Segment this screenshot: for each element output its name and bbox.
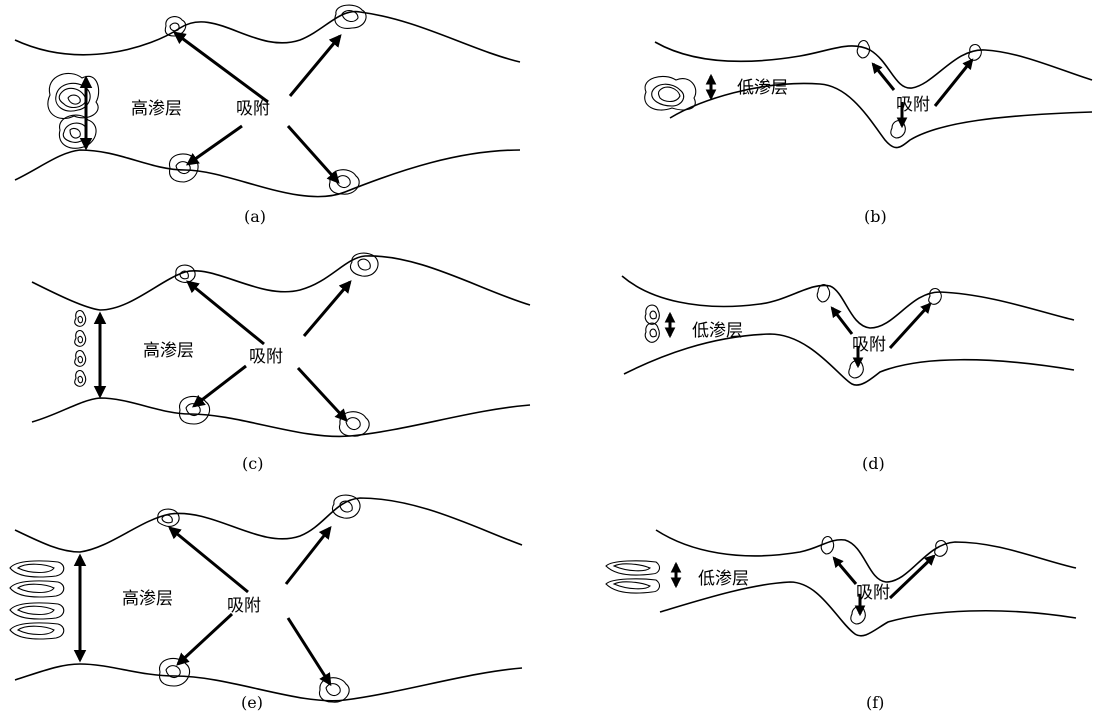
adsorption-arrow-upper-right [304,282,350,336]
adsorbed-polymer [821,537,947,624]
adsorption-label: 吸附 [896,95,930,115]
pore-lower-wall [32,398,530,436]
adsorption-arrow-upper-right [935,60,972,106]
panel-c: 高渗层 吸附 (c) [32,253,530,473]
adsorption-arrow-upper-left [832,308,852,334]
layer-label: 低渗层 [737,78,788,98]
adsorption-arrow-upper-left [188,282,264,344]
panel-caption: (d) [862,454,885,473]
panel-caption: (a) [244,207,266,226]
adsorption-arrow-upper-right [890,304,930,348]
adsorption-arrow-upper-left [170,528,248,592]
panel-f: 低渗层 吸附 (f) [606,530,1076,711]
adsorption-arrow-lower-right [298,368,346,420]
pore-upper-wall [15,498,522,552]
panel-d: 低渗层 吸附 (d) [622,276,1074,473]
adsorption-arrow-upper-right [286,528,330,584]
polymer-coil-cluster [606,561,659,593]
adsorption-arrow-upper-right [290,36,340,96]
adsorption-arrow-upper-right [890,556,934,598]
polymer-coil-cluster [75,311,86,387]
adsorption-arrow-lower-left [178,614,232,664]
adsorption-arrow-lower-right [288,618,330,684]
panel-b: 低渗层 吸附 (b) [645,41,1092,226]
pore-lower-wall [15,150,520,197]
adsorbed-polymer [175,253,378,436]
polymer-coil-cluster [48,73,99,148]
pore-upper-wall [622,276,1074,328]
polymer-coil-cluster [645,76,696,110]
adsorption-label: 吸附 [852,335,886,355]
pore-lower-wall [624,334,1074,385]
layer-label: 低渗层 [692,321,743,341]
adsorption-label: 吸附 [856,583,890,603]
panel-caption: (c) [242,454,263,473]
layer-label: 高渗层 [131,99,182,119]
layer-label: 低渗层 [698,569,749,589]
pore-upper-wall [32,256,530,310]
adsorption-label: 吸附 [249,347,283,367]
pore-lower-wall [670,83,1092,147]
adsorption-label: 吸附 [227,596,261,616]
layer-label: 高渗层 [143,341,194,361]
adsorption-arrow-lower-left [188,126,242,164]
adsorption-arrow-upper-left [175,33,268,102]
panel-caption: (e) [241,693,263,711]
pore-lower-wall [15,664,522,701]
adsorption-arrow-upper-left [834,558,856,584]
pore-upper-wall [15,12,520,62]
adsorption-label: 吸附 [236,99,270,119]
panel-caption: (b) [864,207,887,226]
adsorbed-polymer [817,285,941,378]
layer-label: 高渗层 [122,589,173,609]
panel-caption: (f) [866,693,884,711]
adsorption-arrow-upper-left [873,64,894,90]
adsorption-arrow-lower-right [288,126,338,182]
panel-a: 高渗层 吸附 (a) [15,5,520,226]
adsorption-arrow-lower-left [194,366,246,406]
panel-e: 高渗层 吸附 (e) [10,495,522,711]
polymer-coil-cluster [10,561,64,639]
polymer-coil-cluster [645,305,659,342]
